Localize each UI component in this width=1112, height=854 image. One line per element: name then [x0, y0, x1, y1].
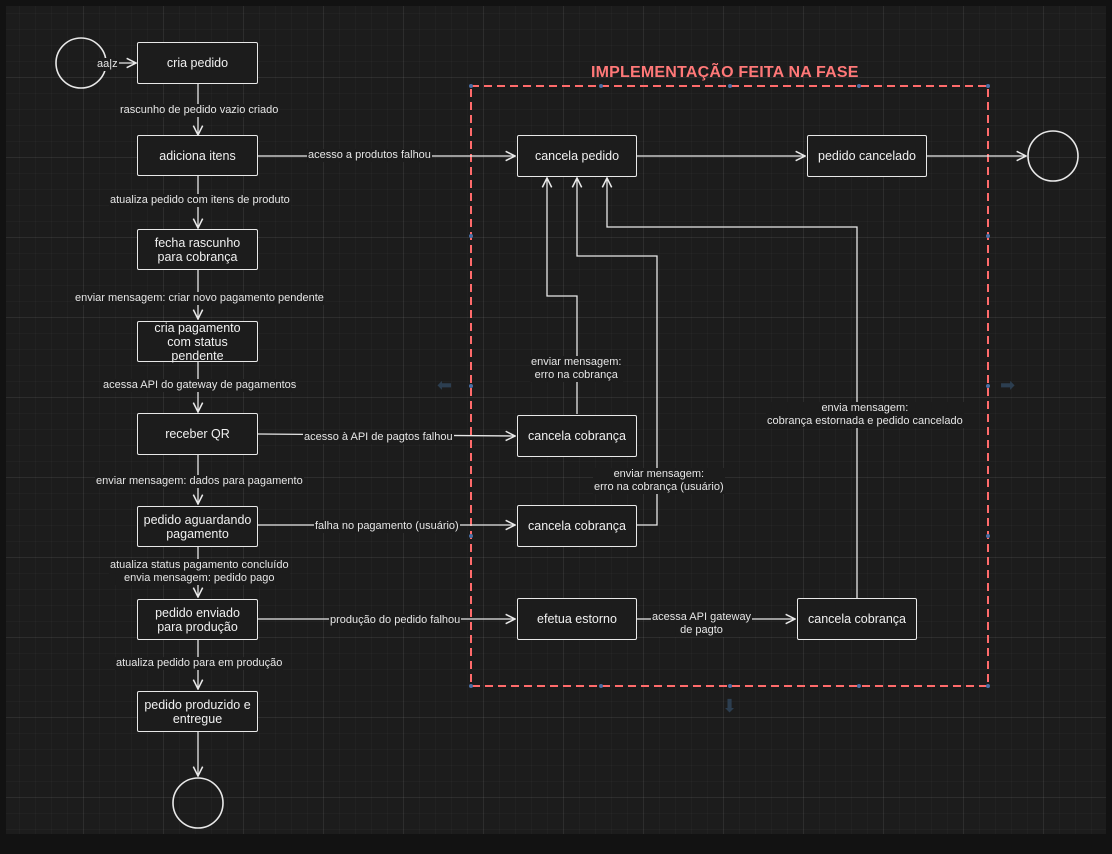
node-cancela-cobranca-2[interactable]: cancela cobrança	[517, 505, 637, 547]
end-node-cancel[interactable]	[1027, 130, 1079, 182]
edge-label-line-2: envia mensagem: pedido pago	[124, 572, 275, 584]
node-adiciona-itens[interactable]: adiciona itens	[137, 135, 258, 176]
node-efetua-estorno[interactable]: efetua estorno	[517, 598, 637, 640]
bottom-bar	[0, 834, 1112, 854]
node-receber-qr[interactable]: receber QR	[137, 413, 258, 455]
node-pedido-enviado[interactable]: pedido enviado para produção	[137, 599, 258, 640]
edge-label-acessa-api: acessa API do gateway de pagamentos	[102, 379, 298, 392]
node-cancela-cobranca-1[interactable]: cancela cobrança	[517, 415, 637, 457]
edge-label-line-1: enviar mensagem:	[531, 356, 622, 368]
edge-label-falha-pagamento: falha no pagamento (usuário)	[314, 520, 460, 533]
node-cria-pagamento[interactable]: cria pagamento com status pendente	[137, 321, 258, 363]
node-cria-pedido[interactable]: cria pedido	[137, 42, 258, 84]
edge-label-dados-pagamento: enviar mensagem: dados para pagamento	[95, 475, 304, 488]
edge-label-line-1: enviar mensagem:	[613, 468, 705, 480]
edge-label-producao-falhou: produção do pedido falhou	[329, 614, 462, 627]
edge-label-erro-cobranca: enviar mensagem: erro na cobrança	[530, 356, 623, 382]
edge-label-rascunho: rascunho de pedido vazio criado	[119, 104, 280, 117]
edge-label-line-1: atualiza status pagamento concluído	[110, 559, 289, 571]
end-node-main[interactable]	[172, 777, 224, 829]
edge-label-line-2: erro na cobrança (usuário)	[594, 481, 724, 493]
edge-label-erro-cobranca-usuario: enviar mensagem: erro na cobrança (usuár…	[593, 468, 725, 494]
edge-label-status-concluido: atualiza status pagamento concluído envi…	[109, 559, 290, 585]
edge-label-em-producao: atualiza pedido para em produção	[115, 657, 284, 670]
edge-label-atualiza-itens: atualiza pedido com itens de produto	[109, 194, 291, 207]
frame-resize-left-icon[interactable]: ⬅	[437, 375, 453, 395]
edge-label-line-2: de pagto	[680, 624, 723, 636]
edge-label-line-2: cobrança estornada e pedido cancelado	[767, 415, 963, 427]
edge-label-produtos-falhou: acesso a produtos falhou	[307, 149, 432, 162]
node-fecha-rascunho[interactable]: fecha rascunho para cobrança	[137, 229, 258, 270]
frame-resize-bottom-icon[interactable]: ⬇	[722, 696, 738, 716]
edge-label-line-2: erro na cobrança	[534, 369, 618, 381]
edge-label-cobranca-estornada: envia mensagem: cobrança estornada e ped…	[766, 402, 964, 428]
edge-label-api-pagtos-falhou: acesso à API de pagtos falhou	[303, 431, 454, 444]
node-pedido-cancelado[interactable]: pedido cancelado	[807, 135, 927, 177]
edge-label-line-1: envia mensagem:	[821, 402, 909, 414]
frame-resize-right-icon[interactable]: ➡	[1000, 375, 1016, 395]
node-cancela-pedido[interactable]: cancela pedido	[517, 135, 637, 177]
frame-title[interactable]: IMPLEMENTAÇÃO FEITA NA FASE	[591, 64, 859, 81]
edge-cob3-to-cancela[interactable]	[607, 178, 858, 598]
edge-label-gateway-pagto: acessa API gateway de pagto	[651, 611, 753, 637]
frame-handles[interactable]	[469, 84, 990, 688]
node-pedido-produzido[interactable]: pedido produzido e entregue	[137, 691, 258, 732]
edge-cob2-to-cancela[interactable]	[577, 178, 658, 526]
node-cancela-cobranca-3[interactable]: cancela cobrança	[797, 598, 917, 640]
edge-label-start: aa|z	[96, 58, 119, 71]
edge-label-criar-pagamento: enviar mensagem: criar novo pagamento pe…	[74, 292, 325, 305]
edge-label-line-1: acessa API gateway	[652, 611, 752, 623]
node-pedido-aguardando[interactable]: pedido aguardando pagamento	[137, 506, 258, 547]
edge-cob1-to-cancela[interactable]	[547, 178, 578, 414]
